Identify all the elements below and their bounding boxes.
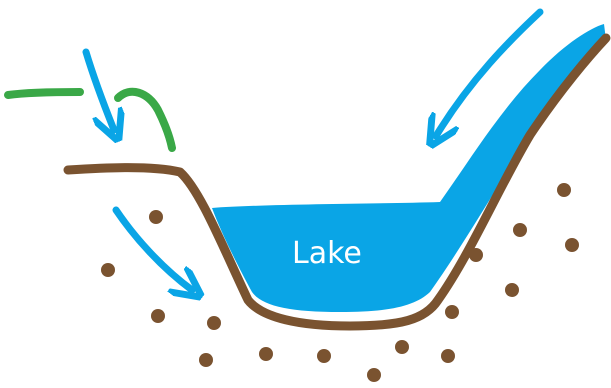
soil-dot [101, 263, 115, 277]
soil-dot [445, 305, 459, 319]
lake-water [212, 24, 606, 312]
soil-dot [149, 210, 163, 224]
soil-dot [367, 368, 381, 382]
grass-left [8, 92, 80, 95]
soil-dot [557, 183, 571, 197]
soil-dot [441, 349, 455, 363]
soil-dot [505, 283, 519, 297]
arrow-rain-left [86, 52, 114, 130]
soil-dot [565, 238, 579, 252]
soil-dot [207, 316, 221, 330]
soil-dot [317, 349, 331, 363]
soil-dot [151, 309, 165, 323]
soil-dot [513, 223, 527, 237]
soil-dot [199, 353, 213, 367]
soil-dot [395, 340, 409, 354]
grass-right [118, 92, 172, 148]
lake-label: Lake [292, 232, 372, 276]
soil-dot [469, 248, 483, 262]
soil-dot [259, 347, 273, 361]
